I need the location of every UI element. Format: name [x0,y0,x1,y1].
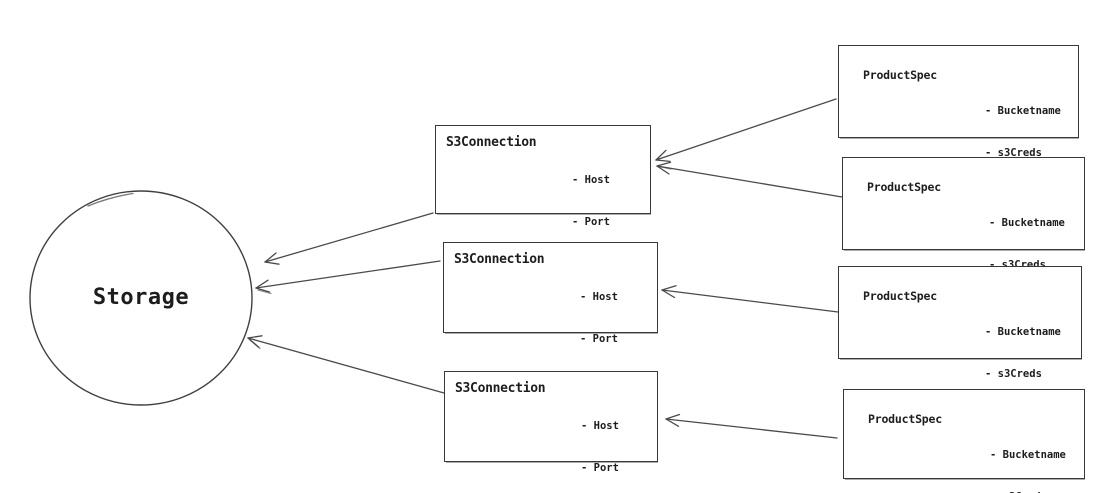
arrow-s3connection-2-to-storage [255,260,441,295]
attribute-bucketname: - Bucketname [989,217,1065,229]
arrow-productspec-2-to-s3connection-1 [656,161,843,198]
attribute-port: - Port [581,462,619,474]
attribute-bucketname: - Bucketname [990,449,1066,461]
attribute-host: - Host [581,420,619,432]
storage-circle [29,190,253,406]
arrow-productspec-1-to-s3connection-1 [655,98,837,163]
s3connection-2-title: S3Connection [454,252,545,267]
attribute-host: - Host [572,174,610,186]
arrow-s3connection-1-to-storage [264,212,434,265]
attribute-bucketname: - Bucketname [985,326,1061,338]
attribute-s3creds: - s3Creds [985,147,1042,159]
attribute-bucketname: - Bucketname [985,105,1061,117]
productspec-node-2: ProductSpec - Bucketname - s3Creds [842,157,1085,271]
s3connection-node-1: S3Connection - Host - Port - TLS [435,125,651,270]
s3connection-node-3: S3Connection - Host - Port - TLS [444,371,658,474]
productspec-1-title: ProductSpec [863,68,937,82]
productspec-4-attributes: - Bucketname - s3Creds [990,420,1066,493]
productspec-3-title: ProductSpec [863,289,937,303]
storage-circle-sketch-overlap [87,192,134,207]
s3connection-1-title: S3Connection [446,135,537,150]
attribute-port: - Port [572,216,610,228]
productspec-4-title: ProductSpec [868,412,942,426]
productspec-2-title: ProductSpec [867,180,941,194]
arrow-productspec-3-to-s3connection-2 [661,285,839,313]
s3connection-3-attributes: - Host - Port - TLS [581,391,619,493]
s3connection-3-title: S3Connection [455,381,546,396]
s3connection-node-2: S3Connection - Host - Port - TLS [443,242,658,387]
productspec-1-attributes: - Bucketname - s3Creds [985,76,1061,188]
productspec-node-1: ProductSpec - Bucketname - s3Creds [838,45,1079,159]
attribute-s3creds: - s3Creds [990,490,1066,493]
arrow-productspec-4-to-s3connection-3 [665,413,838,439]
productspec-node-4: ProductSpec - Bucketname - s3Creds [843,389,1085,493]
attribute-s3creds: - s3Creds [985,368,1042,380]
productspec-node-3: ProductSpec - Bucketname - s3Creds [838,266,1082,380]
storage-node-label: Storage [92,285,190,310]
arrow-s3connection-3-to-storage [247,335,445,394]
attribute-port: - Port [580,333,618,345]
productspec-3-attributes: - Bucketname - s3Creds [985,297,1061,409]
attribute-host: - Host [580,291,618,303]
